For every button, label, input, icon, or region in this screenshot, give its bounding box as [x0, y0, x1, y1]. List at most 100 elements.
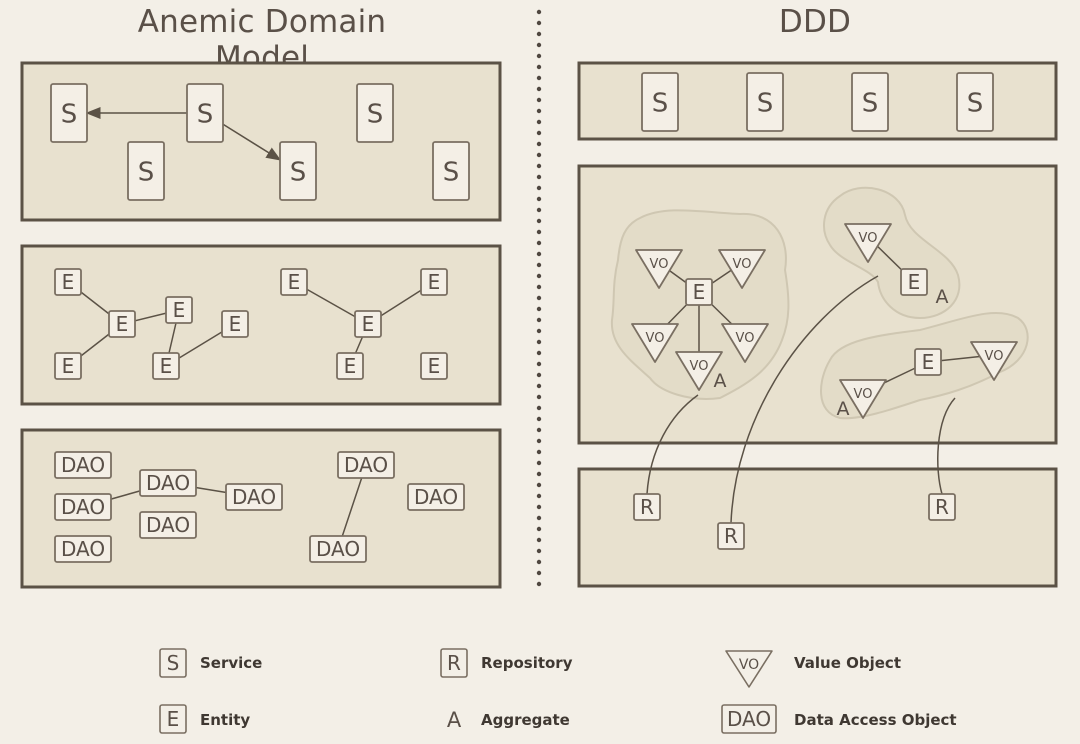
- value-object-label: VO: [646, 331, 665, 346]
- entity-box: [420, 352, 448, 380]
- divider-dot: [536, 53, 542, 59]
- dao-box: [54, 535, 112, 563]
- value-object-label: VO: [650, 257, 669, 272]
- value-object-label: VO: [985, 349, 1004, 364]
- service-label: S: [197, 99, 214, 129]
- value-object-label: VO: [736, 331, 755, 346]
- service-box: [279, 141, 317, 201]
- value-object-node: VO: [635, 249, 683, 289]
- value-object-node: VO: [631, 323, 679, 363]
- ddd-service-box: [746, 72, 784, 132]
- divider-dot: [536, 537, 542, 543]
- service-node: S: [279, 141, 317, 201]
- ddd-title: DDD: [778, 4, 852, 40]
- entity-label: E: [173, 298, 186, 322]
- divider-dot: [536, 185, 542, 191]
- divider-dot: [536, 262, 542, 268]
- legend-entity-icon: E: [159, 704, 187, 734]
- value-object-node: VO: [721, 323, 769, 363]
- divider-dot: [536, 449, 542, 455]
- legend-repository-icon-symbol: R: [447, 651, 461, 675]
- value-object-triangle: [675, 351, 723, 391]
- repository-node: R: [717, 522, 745, 550]
- legend-service-icon-box: [159, 648, 187, 678]
- divider-dot: [536, 119, 542, 125]
- legend-repository-icon: R: [440, 648, 468, 678]
- entity-node: E: [54, 352, 82, 380]
- entity-node: E: [280, 268, 308, 296]
- dao-box: [54, 451, 112, 479]
- dao-node: DAO: [54, 493, 112, 521]
- aggregate-root-entity-box: [914, 348, 942, 376]
- entity-box: [336, 352, 364, 380]
- entity-label: E: [362, 312, 375, 336]
- ddd-service-box: [851, 72, 889, 132]
- divider-dot: [536, 108, 542, 114]
- divider-dot: [536, 31, 542, 37]
- dao-node: DAO: [54, 535, 112, 563]
- divider-dot: [536, 328, 542, 334]
- aggregate-root-entity-node: E: [900, 268, 928, 296]
- value-object-triangle: [721, 323, 769, 363]
- dao-node: DAO: [309, 535, 367, 563]
- divider-dot: [536, 526, 542, 532]
- divider-dot: [536, 42, 542, 48]
- entity-node: E: [152, 352, 180, 380]
- dao-node: DAO: [139, 511, 197, 539]
- value-object-node: VO: [970, 341, 1018, 381]
- dao-node: DAO: [225, 483, 283, 511]
- dao-node: DAO: [139, 469, 197, 497]
- divider-dot: [536, 251, 542, 257]
- dao-box: [225, 483, 283, 511]
- value-object-label: VO: [690, 359, 709, 374]
- legend-label-repository: Repository: [481, 654, 573, 672]
- repository-label: R: [724, 524, 738, 548]
- divider-dot: [536, 416, 542, 422]
- divider-dot: [536, 471, 542, 477]
- divider-dot: [536, 372, 542, 378]
- repository-connector: [646, 394, 699, 495]
- legend-service-icon-symbol: S: [167, 651, 180, 675]
- dao-label: DAO: [61, 495, 105, 519]
- divider-dot: [536, 306, 542, 312]
- entity-box: [152, 352, 180, 380]
- service-node: S: [432, 141, 470, 201]
- dao-node: DAO: [337, 451, 395, 479]
- divider-dot: [536, 97, 542, 103]
- ddd-service-box: [956, 72, 994, 132]
- dao-label: DAO: [414, 485, 458, 509]
- value-object-node: VO: [844, 223, 892, 263]
- divider-dot: [536, 20, 542, 26]
- divider-dot: [536, 570, 542, 576]
- dao-box: [139, 511, 197, 539]
- legend-value-object-icon: VO: [725, 650, 773, 688]
- legend-label-aggregate: Aggregate: [481, 711, 570, 729]
- entity-node: E: [336, 352, 364, 380]
- divider-dot: [536, 383, 542, 389]
- divider-dot: [536, 548, 542, 554]
- entity-box: [354, 310, 382, 338]
- ddd-service-node: S: [641, 72, 679, 132]
- legend-repository-icon-box: [440, 648, 468, 678]
- dao-box: [407, 483, 465, 511]
- aggregate-root-entity-label: E: [908, 270, 921, 294]
- value-object-label: VO: [854, 387, 873, 402]
- dao-association-line: [337, 464, 367, 550]
- divider-dot: [536, 273, 542, 279]
- dao-box: [337, 451, 395, 479]
- divider-dot: [536, 515, 542, 521]
- dao-label: DAO: [316, 537, 360, 561]
- entity-label: E: [344, 354, 357, 378]
- legend-label-data-access-object: Data Access Object: [794, 711, 957, 729]
- ddd-service-node: S: [956, 72, 994, 132]
- entity-node: E: [165, 296, 193, 324]
- ddd-service-label: S: [862, 88, 879, 118]
- service-node: S: [127, 141, 165, 201]
- legend-label-entity: Entity: [200, 711, 251, 729]
- repository-label: R: [935, 495, 949, 519]
- legend-dao-icon: DAO: [721, 704, 777, 734]
- dao-label: DAO: [146, 471, 190, 495]
- ddd-service-label: S: [652, 88, 669, 118]
